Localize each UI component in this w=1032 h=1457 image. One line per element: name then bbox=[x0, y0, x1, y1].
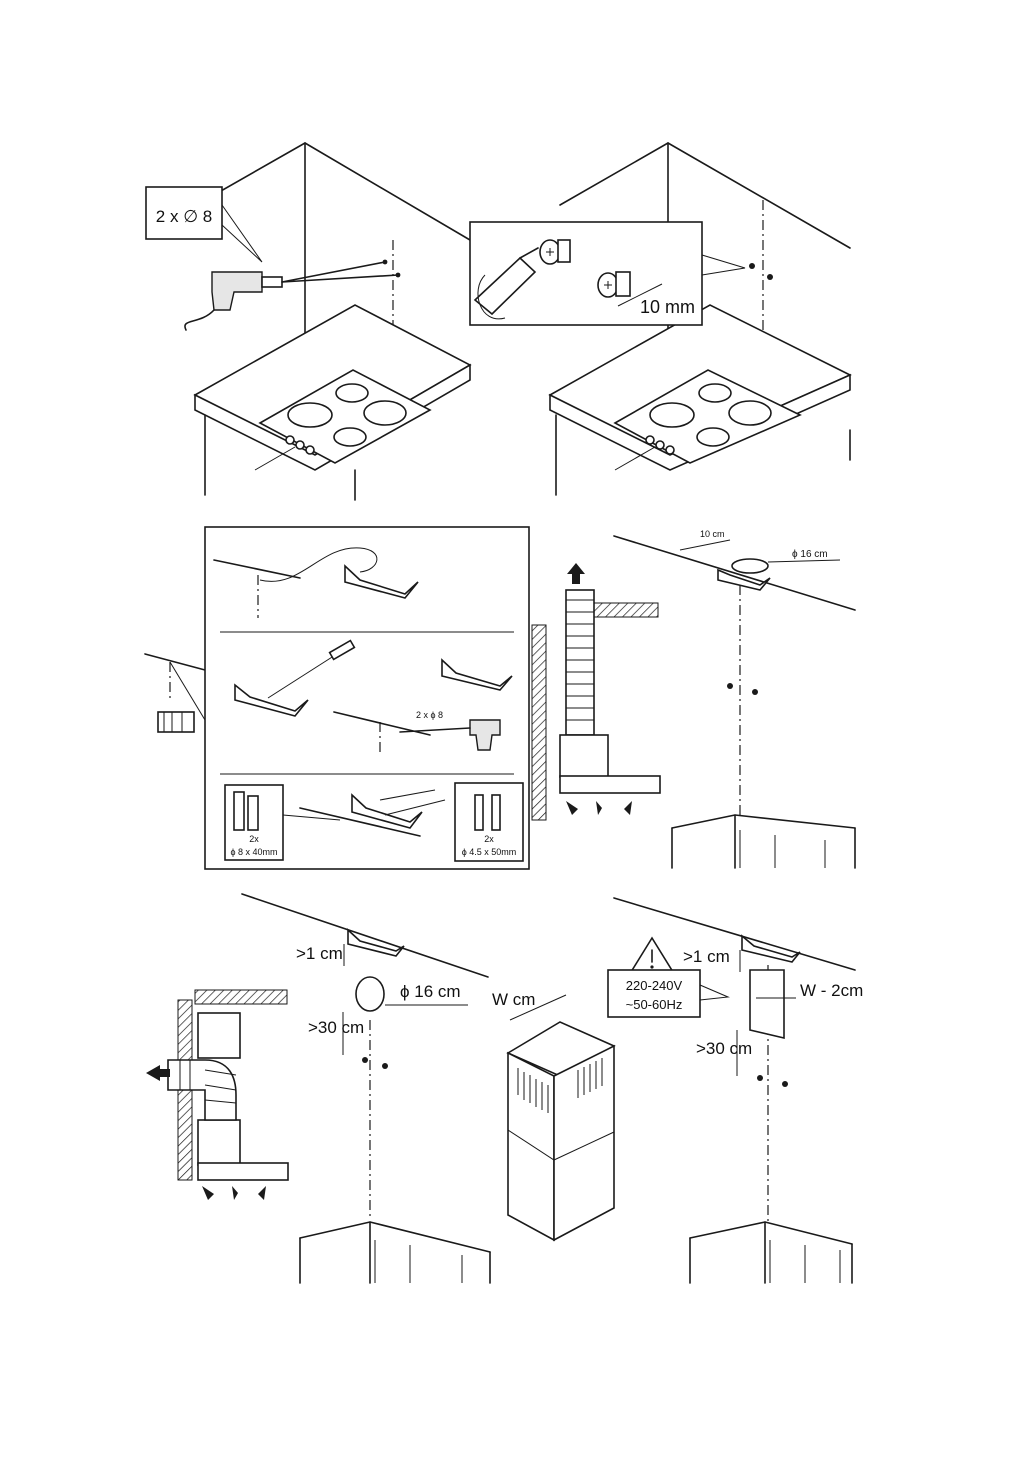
wall-plug-icon bbox=[233, 791, 259, 831]
screw-icon bbox=[597, 271, 663, 307]
panel-chimney-width: W cm bbox=[492, 990, 616, 1242]
gap-bottom-label: >30 cm bbox=[308, 1018, 364, 1037]
air-flow-arrow-icon bbox=[566, 801, 632, 815]
air-flow-arrow-icon bbox=[146, 1065, 170, 1081]
duct-diameter-label: ϕ 16 cm bbox=[400, 982, 461, 1001]
plugs-size: ϕ 8 x 40mm bbox=[230, 847, 277, 857]
air-flow-arrow-icon bbox=[202, 1186, 266, 1200]
screw-gap-label: 10 mm bbox=[640, 297, 695, 317]
screws-size: ϕ 4.5 x 50mm bbox=[462, 847, 517, 857]
drill-size-callout bbox=[145, 186, 223, 240]
bracket-icon bbox=[441, 658, 513, 691]
screw-icon bbox=[474, 794, 501, 831]
panel-horizontal-extraction bbox=[146, 989, 289, 1200]
air-flow-arrow-icon bbox=[567, 563, 585, 584]
gap-bottom-label: >30 cm bbox=[696, 1039, 752, 1058]
bracket-icon bbox=[351, 793, 423, 829]
bracket-icon bbox=[344, 564, 419, 599]
chimney-width-label: W cm bbox=[492, 990, 535, 1009]
offset-label: 10 cm bbox=[700, 529, 725, 539]
warning-icon bbox=[629, 936, 675, 973]
panel-bracket-position: 10 cm ϕ 16 cm bbox=[613, 529, 856, 869]
drill-size-label: 2 x ∅ 8 bbox=[156, 207, 212, 226]
bracket-icon bbox=[234, 683, 309, 717]
drill-icon bbox=[399, 719, 501, 751]
screwdriver-icon bbox=[473, 247, 539, 320]
drill-icon bbox=[184, 261, 399, 331]
bracket-drill-label: 2 x ϕ 8 bbox=[416, 710, 443, 720]
gap-top-label: >1 cm bbox=[296, 944, 343, 963]
panel-mounting-clearances: >1 cm ϕ 16 cm >30 cm bbox=[241, 893, 491, 1284]
panel-electrical-connection: >1 cm 220-240V ~50-60Hz W - 2cm >30 cm bbox=[607, 897, 863, 1284]
voltage-label: 220-240V bbox=[626, 978, 683, 993]
gap-top-label: >1 cm bbox=[683, 947, 730, 966]
screws-qty: 2x bbox=[484, 834, 494, 844]
width-minus-label: W - 2cm bbox=[800, 981, 863, 1000]
plugs-qty: 2x bbox=[249, 834, 259, 844]
panel-drill-holes: 2 x ∅ 8 bbox=[145, 142, 472, 501]
duct-diameter-label: ϕ 16 cm bbox=[792, 549, 828, 560]
panel-insert-screws: 10 mm bbox=[469, 142, 852, 496]
panel-bracket-mounting: 2 x ϕ 8 2x ϕ 8 x 40mm 2x ϕ 4.5 x 50mm bbox=[144, 526, 530, 870]
panel-vertical-extraction bbox=[531, 563, 661, 821]
screw-icon bbox=[539, 239, 571, 265]
frequency-label: ~50-60Hz bbox=[626, 997, 683, 1012]
